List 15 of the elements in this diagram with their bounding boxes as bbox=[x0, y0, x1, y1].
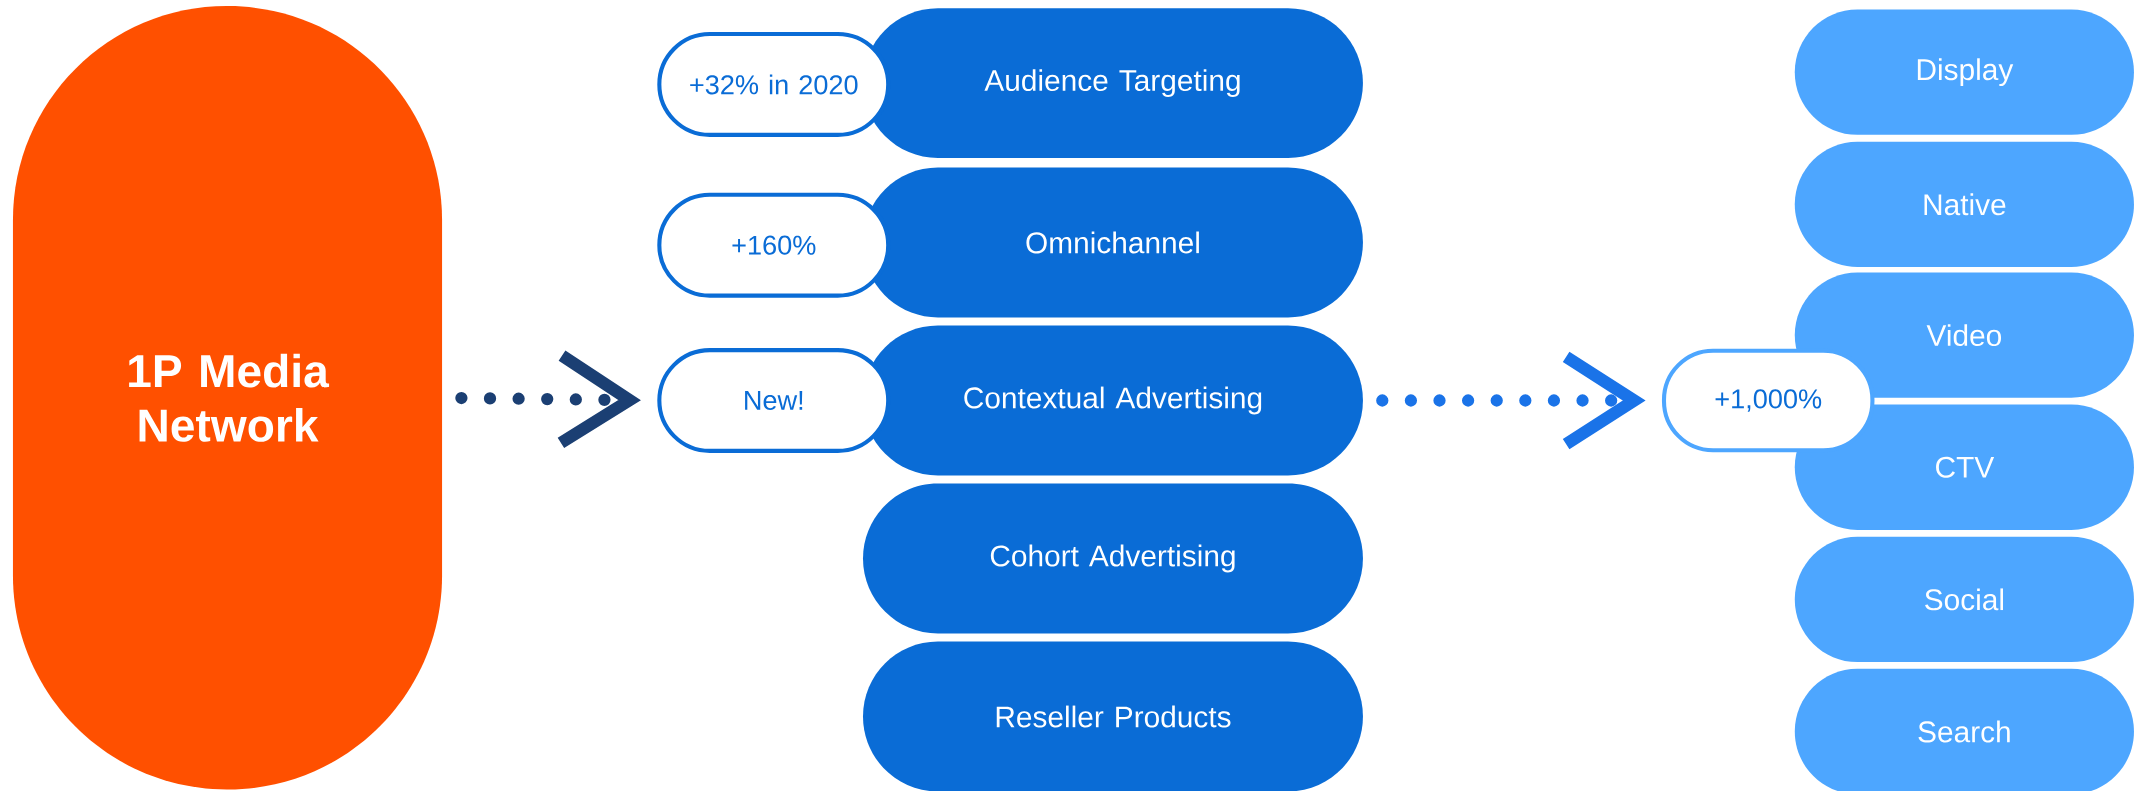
dotted-arrow bbox=[1376, 351, 1646, 450]
growth-badge: +160% bbox=[657, 192, 891, 298]
growth-badge: New! bbox=[657, 347, 891, 453]
growth-badge: +1,000% bbox=[1661, 348, 1875, 453]
category-pill: Reseller Products bbox=[863, 641, 1363, 791]
growth-badge: +32% in 2020 bbox=[657, 31, 891, 137]
channel-pill: Native bbox=[1794, 141, 2134, 267]
channel-pill: Display bbox=[1794, 9, 2134, 135]
channel-pill: Social bbox=[1794, 536, 2134, 662]
category-pill: Audience Targeting bbox=[863, 7, 1363, 158]
pill-block: 1P Media Network bbox=[12, 5, 443, 790]
category-pill: Omnichannel bbox=[863, 167, 1363, 318]
category-pill: Cohort Advertising bbox=[863, 483, 1363, 634]
category-pill: Contextual Advertising bbox=[863, 325, 1363, 476]
channel-pill: Search bbox=[1794, 668, 2134, 791]
